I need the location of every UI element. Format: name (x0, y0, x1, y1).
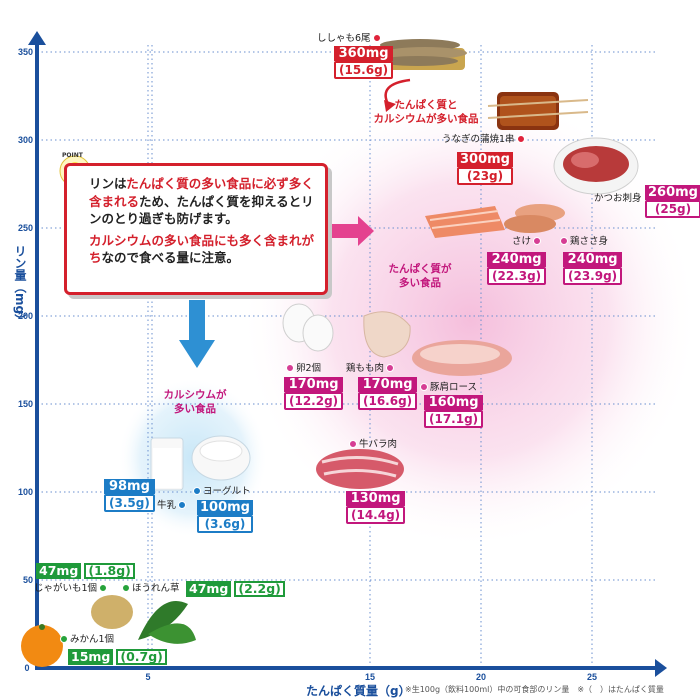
x-tick-label: 15 (365, 672, 375, 682)
point-icon-label: POINT (62, 152, 83, 159)
food-value: 98mg(3.5g) (104, 479, 155, 512)
group-label-protein: たんぱく質が多い食品 (388, 263, 452, 289)
food-value: 47mg(2.2g) (186, 581, 285, 597)
food-name: さけ (512, 236, 543, 248)
unagi-illustration (487, 92, 589, 130)
food-value: 130mg(14.4g) (346, 491, 406, 524)
y-tick-label: 350 (18, 47, 33, 57)
food-value: 160mg(17.1g) (424, 395, 484, 428)
food-name: 卵2個 (284, 363, 321, 375)
high-protein-region (240, 90, 700, 550)
y-axis-title: リン量（mg） (13, 245, 27, 327)
food-value: 240mg(22.3g) (487, 252, 547, 285)
food-value: 170mg(12.2g) (284, 377, 344, 410)
x-axis-arrow (655, 659, 667, 677)
yogurt-illustration (191, 435, 251, 481)
food-name: 鶏ささ身 (558, 236, 608, 248)
food-name: かつお刺身 (594, 193, 642, 204)
katsuo-illustration (553, 137, 639, 195)
mikan-illustration (21, 624, 63, 667)
beef-illustration (316, 449, 404, 489)
tick-labels: 50 100 150 200 250 300 350 0 5 15 20 25 (18, 47, 597, 682)
food-name: ほうれん草 (120, 583, 180, 595)
y-tick-label: 50 (23, 575, 33, 585)
group-label-calcium: カルシウムが多い食品 (163, 389, 227, 415)
food-value: 15mg(0.7g) (68, 649, 167, 665)
arrow-right-icon (328, 216, 374, 246)
y-tick-label: 150 (18, 399, 33, 409)
food-value: 300mg(23g) (457, 152, 513, 185)
food-name: うなぎの蒲焼1串 (442, 134, 527, 146)
x-tick-label: 0 (24, 663, 29, 673)
food-name: 牛乳 (157, 500, 188, 512)
y-tick-label: 300 (18, 135, 33, 145)
food-name: ししゃも6尾 (317, 33, 383, 45)
milk-illustration (150, 437, 184, 491)
y-tick-label: 200 (18, 311, 33, 321)
spinach-illustration (138, 600, 196, 644)
food-name: 鶏もも肉 (346, 363, 396, 375)
point-paragraph-1: リンはたんぱく質の多い食品に必ず多く含まれるため、たんぱく質を抑えるとリンのとり… (89, 176, 314, 226)
pork-illustration (412, 340, 512, 376)
curved-arrow-icon (384, 78, 411, 105)
salmon-illustration (425, 206, 505, 238)
arrow-down-icon (179, 300, 215, 368)
y-tick-label: 100 (18, 487, 33, 497)
food-name: 牛バラ肉 (347, 439, 397, 451)
x-axis-title: たんぱく質量（g） (306, 684, 411, 698)
chicken-thigh-illustration (363, 311, 411, 358)
shishamo-illustration (378, 39, 467, 70)
x-tick-label: 20 (476, 672, 486, 682)
egg-illustration (282, 303, 334, 352)
x-tick-label: 5 (145, 672, 150, 682)
food-value: 170mg(16.6g) (358, 377, 418, 410)
y-tick-label: 250 (18, 223, 33, 233)
point-paragraph-2: カルシウムの多い食品にも多く含まれがちなので食べる量に注意。 (89, 232, 315, 266)
food-value: 100mg(3.6g) (197, 500, 253, 533)
point-callout: リンはたんぱく質の多い食品に必ず多く含まれるため、たんぱく質を抑えるとリンのとり… (64, 163, 328, 295)
food-name: 豚肩ロース (418, 382, 477, 394)
potato-illustration (91, 595, 133, 629)
food-name: ヨーグルト (191, 486, 251, 498)
food-value: 240mg(23.9g) (563, 252, 623, 285)
y-axis-arrow (28, 31, 46, 45)
sasami-illustration (504, 204, 565, 233)
chart-note: ※生100g（飲料100ml）中の可食部のリン量 ※（ ）はたんぱく質量 (405, 685, 664, 694)
group-label-protein-calcium: たんぱく質とカルシウムが多い食品 (373, 99, 479, 125)
food-name: みかん1個 (58, 634, 114, 646)
food-value: 260mg(25g) (645, 185, 700, 218)
food-name: じゃがいも1個 (34, 583, 109, 595)
food-value: 47mg(1.8g) (36, 563, 135, 579)
x-tick-label: 25 (587, 672, 597, 682)
food-value: 360mg(15.6g) (334, 46, 394, 79)
